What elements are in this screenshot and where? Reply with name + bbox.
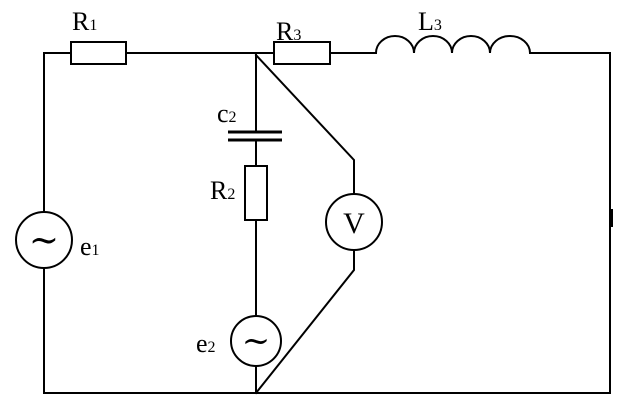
label-l3: L3 (418, 7, 442, 36)
label-c2: c2 (217, 99, 237, 128)
resistor-r3 (273, 41, 331, 65)
resistor-r2 (244, 165, 268, 221)
wire-voltmeter-bottom (254, 249, 355, 395)
capacitor-c2 (228, 130, 282, 142)
label-r3: R3 (276, 17, 301, 46)
inductor-l3 (374, 35, 532, 55)
resistor-r1 (70, 41, 127, 65)
label-r1: R1 (72, 7, 97, 36)
voltmeter-icon: V (343, 207, 365, 240)
source-e1 (15, 211, 73, 269)
source-e2 (230, 315, 282, 367)
label-e2: e2 (196, 329, 216, 358)
label-r2: R2 (210, 176, 235, 205)
sine-wave-icon: ~ (242, 321, 271, 361)
label-e1: e1 (80, 232, 100, 261)
wires (43, 52, 613, 395)
sine-wave-icon: ~ (29, 220, 59, 261)
voltmeter (325, 193, 383, 251)
wire-voltmeter-top (254, 53, 355, 195)
